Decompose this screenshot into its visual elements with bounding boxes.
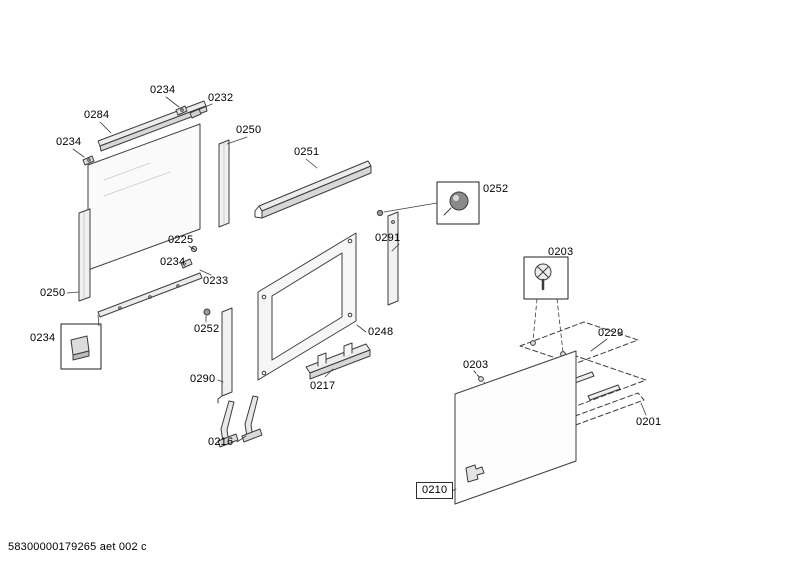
label-0234-upper-left: 0234 bbox=[56, 136, 82, 148]
label-0250-middle: 0250 bbox=[236, 124, 262, 136]
label-0248: 0248 bbox=[368, 326, 394, 338]
label-0252-detail: 0252 bbox=[483, 183, 509, 195]
part-0234-clip-top bbox=[175, 105, 188, 116]
detail-box-0252 bbox=[383, 181, 480, 225]
part-0233-hinge-bar bbox=[97, 272, 203, 318]
part-0250-middle-strip bbox=[218, 139, 230, 228]
part-0250-left-strip bbox=[78, 208, 91, 302]
label-0233: 0233 bbox=[203, 275, 229, 287]
label-0284: 0284 bbox=[84, 109, 110, 121]
part-0248-inner-door-frame bbox=[257, 232, 357, 381]
part-0291-strip bbox=[387, 211, 399, 306]
label-0252-small: 0252 bbox=[194, 323, 220, 335]
label-0229: 0229 bbox=[598, 327, 624, 339]
part-0225-screw bbox=[190, 245, 198, 253]
detail-box-0203 bbox=[523, 256, 569, 353]
label-0291: 0291 bbox=[375, 232, 401, 244]
part-0210-outer-panel bbox=[454, 350, 577, 505]
part-0232-clip bbox=[189, 108, 202, 119]
screw-markers bbox=[530, 340, 566, 357]
label-0217: 0217 bbox=[310, 380, 336, 392]
detail-box-0234 bbox=[60, 314, 102, 370]
part-0252-small bbox=[203, 308, 211, 316]
part-0234-clip-left bbox=[82, 155, 95, 166]
label-0210: 0210 bbox=[416, 482, 454, 499]
part-0251-handle-bar bbox=[254, 160, 372, 219]
label-0250-left: 0250 bbox=[40, 287, 66, 299]
label-0234-detail: 0234 bbox=[30, 332, 56, 344]
label-0216: 0216 bbox=[208, 436, 234, 448]
part-0217-bottom-trim bbox=[305, 342, 371, 380]
label-0203-detail: 0203 bbox=[548, 246, 574, 258]
label-0203-bottom: 0203 bbox=[463, 359, 489, 371]
part-0290-strip bbox=[217, 307, 233, 404]
label-0290: 0290 bbox=[190, 373, 216, 385]
part-0216-hinges bbox=[217, 395, 263, 448]
label-0234-top: 0234 bbox=[150, 84, 176, 96]
label-0232: 0232 bbox=[208, 92, 234, 104]
label-0201: 0201 bbox=[636, 416, 662, 428]
label-0225: 0225 bbox=[168, 234, 194, 246]
part-0252-knob-position bbox=[376, 209, 384, 217]
label-0251: 0251 bbox=[294, 146, 320, 158]
label-0234-middle: 0234 bbox=[160, 256, 186, 268]
document-code: 58300000179265 aet 002 c bbox=[8, 541, 147, 553]
